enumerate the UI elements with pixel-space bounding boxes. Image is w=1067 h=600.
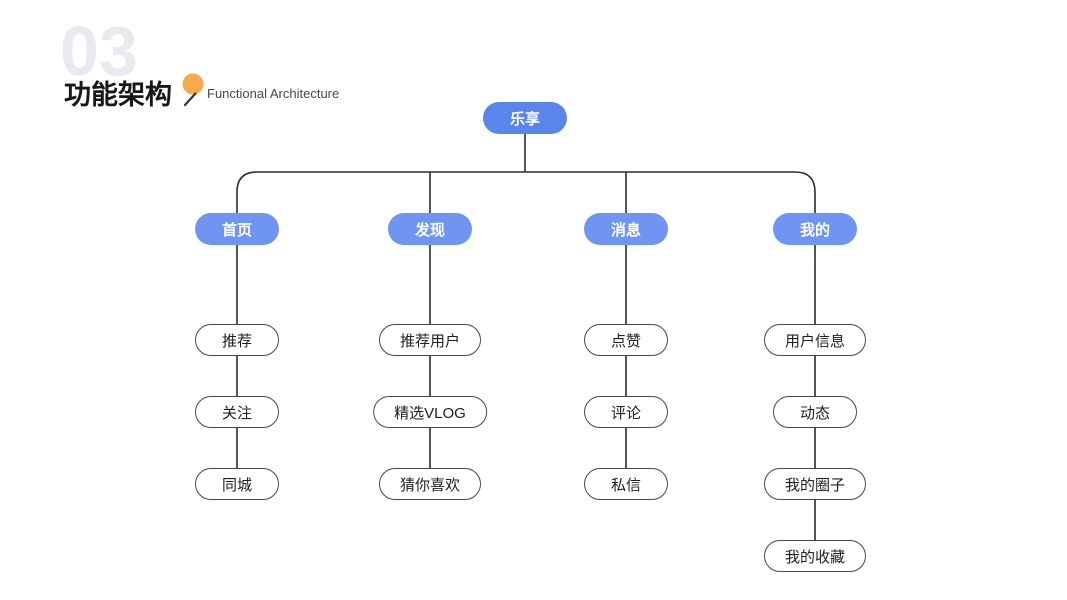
leaf-node: 推荐用户 — [378, 324, 482, 356]
leaf-node: 用户信息 — [763, 324, 867, 356]
leaf-node: 精选VLOG — [373, 396, 487, 428]
leaf-node: 猜你喜欢 — [378, 468, 482, 500]
leaf-node: 同城 — [195, 468, 279, 500]
root-node: 乐享 — [483, 102, 567, 134]
branch-node: 首页 — [195, 213, 279, 245]
branch-node: 消息 — [584, 213, 668, 245]
leaf-node: 推荐 — [195, 324, 279, 356]
page-subtitle: Functional Architecture — [207, 86, 340, 101]
leaf-node: 关注 — [195, 396, 279, 428]
leaf-node: 我的收藏 — [763, 540, 867, 572]
tree-edge-path — [236, 134, 816, 540]
page-title: 功能架构 — [64, 80, 172, 110]
leaf-node: 我的圈子 — [763, 468, 867, 500]
page-number: 03 — [60, 12, 138, 90]
leaf-node: 私信 — [584, 468, 668, 500]
pen-icon — [182, 73, 204, 107]
leaf-node: 评论 — [584, 396, 668, 428]
leaf-node: 动态 — [773, 396, 857, 428]
leaf-node: 点赞 — [584, 324, 668, 356]
branch-node: 发现 — [388, 213, 472, 245]
branch-node: 我的 — [773, 213, 857, 245]
